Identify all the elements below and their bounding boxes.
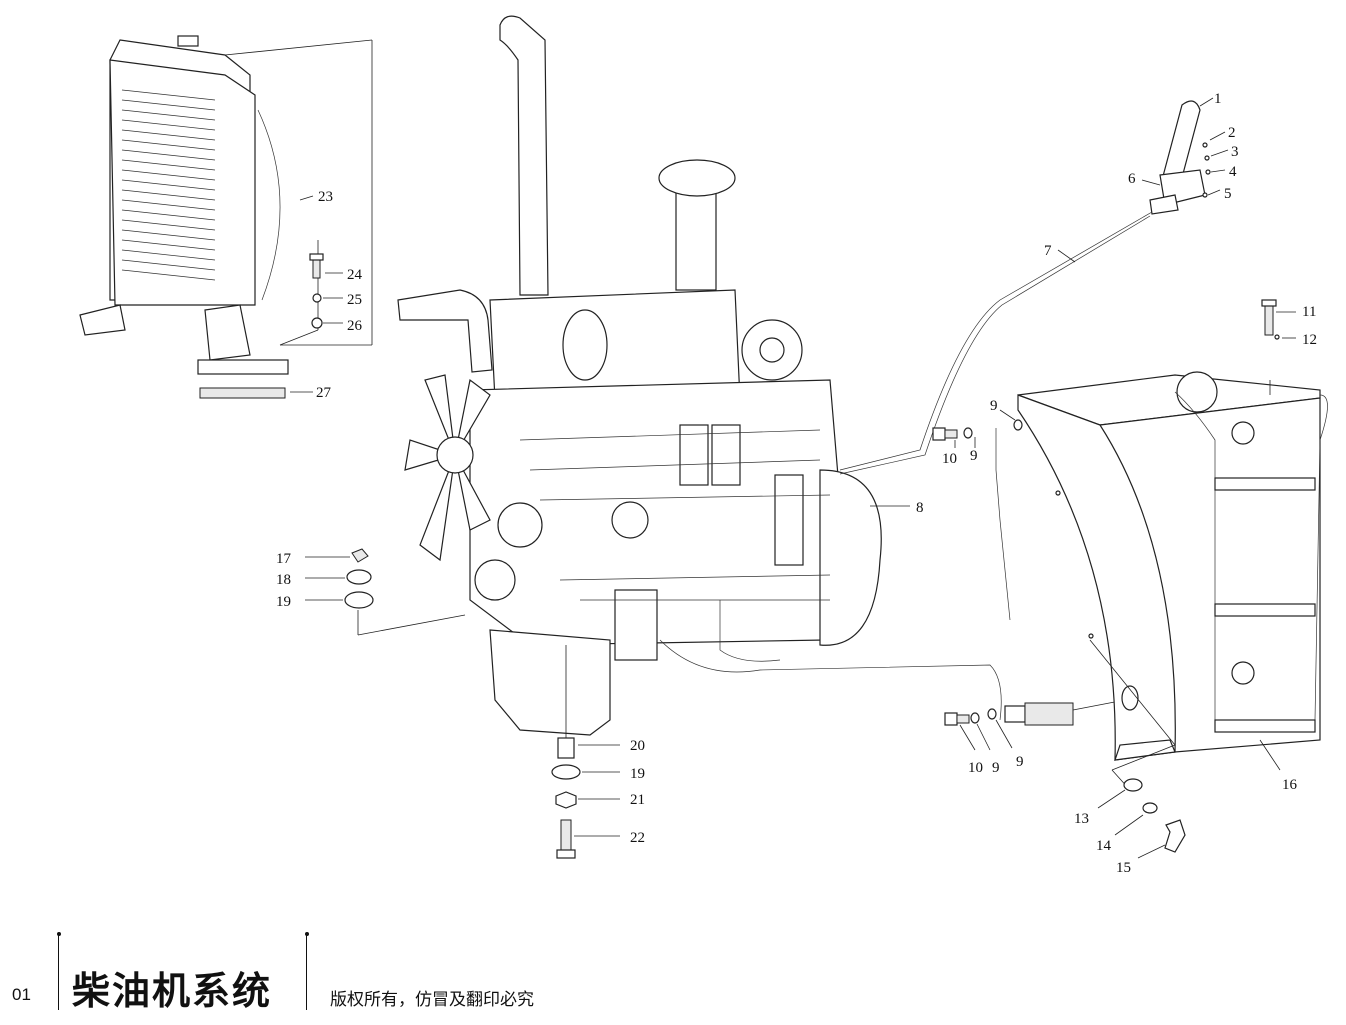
callout-8: 8 [916,500,924,516]
fuel-fitting-lower [944,699,1126,751]
engine-mount-rear [551,645,620,859]
throttle-pedal-assembly [839,97,1229,475]
callout-26: 26 [347,318,363,334]
callout-10-b: 10 [968,760,983,776]
callout-9-b: 9 [970,448,978,464]
callout-labels: 1 2 3 4 5 6 7 8 9 10 9 11 12 10 9 9 13 1… [276,91,1317,876]
section-title: 柴油机系统 [72,969,273,1013]
copyright-notice: 版权所有，仿冒及翻印必究 [330,990,534,1010]
callout-2: 2 [1228,125,1236,141]
callout-9-d: 9 [1016,754,1024,770]
footer-divider-right [306,935,307,1010]
callout-9-c: 9 [992,760,1000,776]
callout-7: 7 [1044,243,1052,259]
footer-dot-right [305,932,309,936]
callout-24: 24 [347,267,363,283]
callout-25: 25 [347,292,362,308]
callout-4: 4 [1229,164,1237,180]
callout-9-a: 9 [990,398,998,414]
callout-1: 1 [1214,91,1222,107]
footer-dot-left [57,932,61,936]
callout-16: 16 [1282,777,1298,793]
callout-23: 23 [318,189,333,205]
callout-19-a: 19 [276,594,291,610]
callout-17: 17 [276,551,292,567]
callout-6: 6 [1128,171,1136,187]
callout-11: 11 [1302,304,1316,320]
callout-5: 5 [1224,186,1232,202]
fuel-fitting-upper [932,409,1051,621]
callout-21: 21 [630,792,645,808]
engine-mount-front [305,548,466,636]
callout-3: 3 [1231,144,1239,160]
callout-20: 20 [630,738,645,754]
callout-13: 13 [1074,811,1089,827]
fuel-tank [1017,299,1328,859]
callout-14: 14 [1096,838,1112,854]
callout-19-b: 19 [630,766,645,782]
diesel-engine [397,15,1002,736]
page-number: 01 [12,985,31,1004]
footer-divider-left [58,935,59,1010]
callout-18: 18 [276,572,291,588]
callout-27: 27 [316,385,332,401]
callout-12: 12 [1302,332,1317,348]
callout-22: 22 [630,830,645,846]
radiator-assembly [79,35,373,399]
callout-15: 15 [1116,860,1131,876]
callout-10-a: 10 [942,451,957,467]
